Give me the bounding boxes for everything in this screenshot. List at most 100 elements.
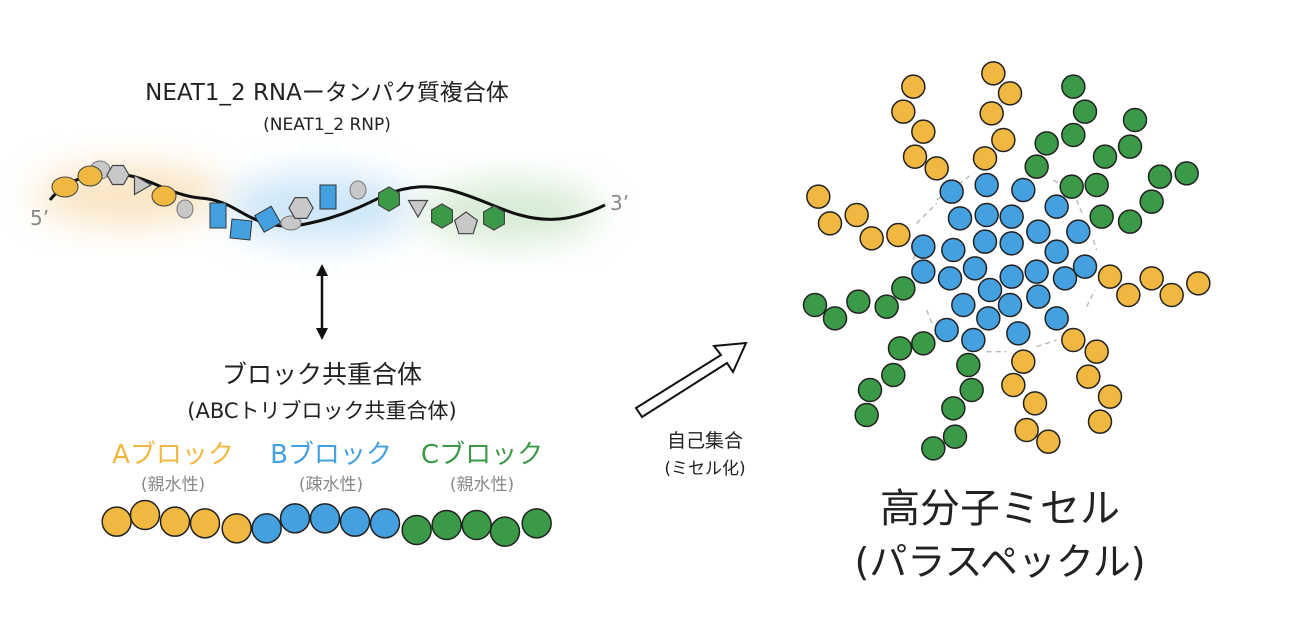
a-block-bead bbox=[1061, 327, 1086, 353]
three-prime-label: 3’ bbox=[610, 191, 629, 215]
b-block-bead bbox=[974, 172, 999, 198]
b-block-bead bbox=[1072, 254, 1098, 279]
b-block-bead bbox=[339, 506, 371, 537]
a-block-bead bbox=[101, 506, 132, 537]
a-block-label: Aブロック bbox=[112, 440, 234, 470]
c-block-bead bbox=[401, 514, 432, 546]
a-block-bead bbox=[991, 127, 1016, 153]
c-block-bead bbox=[1072, 99, 1098, 124]
a-block-bead bbox=[981, 61, 1006, 86]
c-block-bead bbox=[1122, 107, 1148, 133]
a-block-bead bbox=[1084, 339, 1109, 364]
gray-protein-triangle bbox=[133, 174, 153, 196]
c-block-bead bbox=[1024, 154, 1049, 179]
c-block-bead bbox=[854, 402, 879, 428]
gray-protein bbox=[288, 197, 314, 219]
process-sublabel: (ミセル化) bbox=[664, 459, 745, 479]
c-block-bead bbox=[1084, 172, 1109, 198]
core-boundary-dash bbox=[1085, 289, 1096, 308]
c-block-bead bbox=[1117, 134, 1143, 159]
a-block-bead bbox=[1139, 266, 1164, 291]
gray-protein bbox=[176, 199, 194, 219]
a-block-bead bbox=[1014, 417, 1039, 443]
c-block-bead bbox=[431, 509, 462, 541]
rnp-proteins bbox=[51, 160, 505, 241]
a-block-bead bbox=[972, 146, 998, 171]
c-block-bead bbox=[941, 396, 966, 421]
b-block-bead bbox=[947, 206, 973, 231]
a-protein bbox=[77, 165, 103, 187]
a-block-bead bbox=[902, 144, 928, 169]
a-block-bead bbox=[1116, 282, 1141, 308]
c-block-bead bbox=[461, 509, 492, 541]
a-block-bead bbox=[979, 101, 1004, 126]
a-protein bbox=[51, 176, 79, 198]
b-protein bbox=[319, 184, 337, 210]
core-boundary-dash bbox=[925, 309, 935, 327]
a-block-bead bbox=[891, 99, 916, 124]
b-block-bead bbox=[999, 264, 1024, 289]
b-block-bead bbox=[1011, 177, 1036, 203]
c-block-bead bbox=[822, 306, 848, 331]
b-block-bead bbox=[1026, 284, 1051, 309]
self-assembly-arrow-icon bbox=[634, 341, 748, 419]
polymer-micelle bbox=[802, 61, 1211, 461]
core-boundary-dash bbox=[1092, 239, 1098, 251]
c-block-bead bbox=[1059, 174, 1084, 199]
double-arrow-icon bbox=[316, 264, 328, 340]
process-label: 自己集合 bbox=[667, 430, 743, 452]
micelle-subtitle: (パラスペックル) bbox=[854, 540, 1145, 584]
b-block-bead bbox=[939, 179, 964, 204]
b-block-bead bbox=[937, 266, 963, 291]
a-block-bead bbox=[911, 119, 936, 144]
c-block-bead bbox=[1089, 204, 1114, 229]
c-block-bead bbox=[959, 377, 984, 403]
a-block-bead bbox=[886, 222, 911, 248]
gray-protein bbox=[280, 215, 302, 231]
c-block-bead bbox=[489, 516, 521, 547]
gray-protein-pentagon bbox=[453, 211, 479, 235]
c-block-bead bbox=[846, 289, 871, 314]
core-boundary-dash bbox=[912, 249, 918, 261]
b-block-bead bbox=[369, 508, 401, 539]
c-block-bead bbox=[1061, 74, 1086, 99]
b-block-bead bbox=[999, 231, 1024, 256]
c-block-bead bbox=[1174, 161, 1199, 186]
five-prime-label: 5’ bbox=[30, 206, 49, 230]
b-block-bead bbox=[934, 317, 959, 343]
a-protein bbox=[151, 185, 177, 207]
c-block-bead bbox=[1117, 209, 1143, 234]
c-block-bead bbox=[891, 276, 916, 301]
b-block-bead bbox=[1006, 321, 1031, 346]
a-block-bead bbox=[859, 226, 884, 251]
b-block-bead bbox=[974, 202, 999, 228]
c-block-bead bbox=[887, 336, 913, 361]
a-block-bead bbox=[844, 202, 869, 228]
b-block-bead bbox=[911, 259, 936, 284]
a-block-bead bbox=[924, 156, 949, 181]
a-block-bead bbox=[806, 184, 831, 209]
b-block-label: Bブロック bbox=[270, 440, 392, 470]
c-block-bead bbox=[1034, 131, 1059, 156]
b-block-bead bbox=[1044, 239, 1069, 264]
b-block-bead bbox=[309, 503, 341, 534]
c-block-bead bbox=[1092, 144, 1118, 169]
c-block-label: Cブロック bbox=[421, 440, 543, 470]
b-block-bead bbox=[941, 237, 966, 263]
micelle-title: 高分子ミセル bbox=[880, 486, 1120, 532]
b-block-bead bbox=[1052, 266, 1078, 291]
a-block-bead bbox=[1159, 282, 1184, 308]
core-boundary-dash bbox=[1075, 199, 1085, 217]
c-block-bead bbox=[521, 508, 552, 539]
c-block-bead bbox=[1139, 189, 1164, 214]
c-block-bead bbox=[911, 331, 936, 356]
a-block-bead bbox=[1022, 391, 1048, 416]
c-protein bbox=[483, 205, 505, 231]
c-block-bead bbox=[956, 352, 981, 378]
triblock-chain bbox=[101, 499, 552, 547]
b-block-bead bbox=[962, 256, 988, 281]
c-block-bead bbox=[857, 377, 883, 403]
rnp-title: NEAT1_2 RNAータンパク質複合体 bbox=[145, 80, 509, 106]
